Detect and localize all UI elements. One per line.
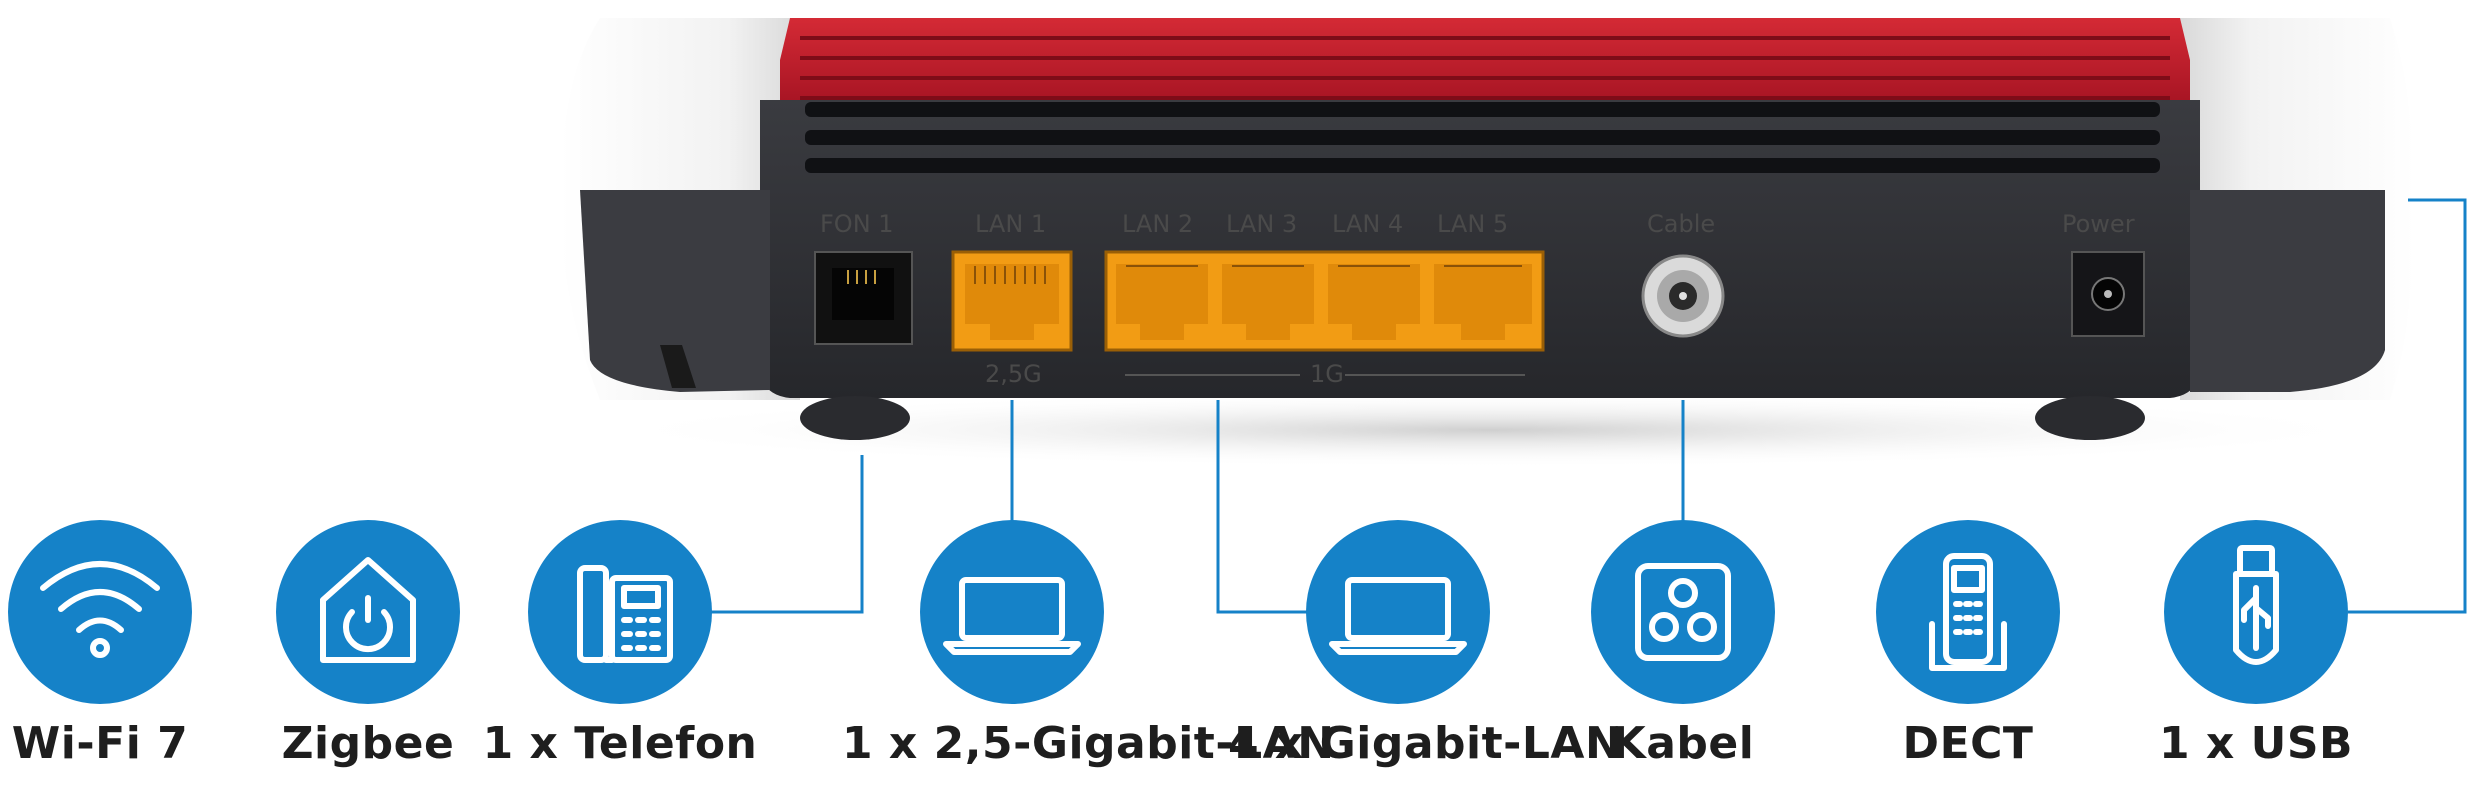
feature-label-2-5-gigabit-lan: 1 x 2,5-Gigabit-LAN — [842, 718, 1335, 769]
port-label-lan3: LAN 3 — [1226, 210, 1297, 238]
port-label-fon: FON 1 — [820, 210, 894, 238]
connector-lines — [710, 198, 2467, 614]
cable-coax-port — [1641, 254, 1725, 338]
lan4-port — [1328, 264, 1420, 340]
coax-cable-icon — [1635, 563, 1731, 661]
speed-label-lan2-5: 1G — [1310, 360, 1344, 388]
feature-label-usb: 1 x USB — [2158, 718, 2354, 769]
smart-home-icon — [320, 557, 416, 663]
vent-slots — [805, 102, 2160, 173]
router-left-wing — [580, 190, 770, 392]
laptop-icon — [943, 577, 1081, 655]
router-left-tab — [660, 345, 696, 388]
feature-label-telefon: 1 x Telefon — [482, 718, 758, 769]
feature-label-gigabit-lan: 4 x Gigabit-LAN — [1228, 718, 1623, 769]
router-shadow — [590, 392, 2390, 468]
feature-label-dect: DECT — [1902, 718, 2034, 769]
fon-port-socket — [832, 268, 894, 320]
red-shell-ridges — [800, 36, 2170, 100]
port-label-lan1: LAN 1 — [975, 210, 1046, 238]
router-right-wing — [2190, 190, 2385, 392]
port-label-lan2: LAN 2 — [1122, 210, 1193, 238]
feature-label-zigbee: Zigbee — [281, 718, 455, 769]
wifi-icon — [40, 561, 160, 658]
feature-circles — [8, 520, 2348, 704]
lan1-port — [951, 250, 1073, 352]
laptop-icon — [1329, 577, 1467, 655]
feature-label-kabel: Kabel — [1611, 718, 1755, 769]
lan2-port — [1116, 264, 1208, 340]
router-feet — [800, 396, 2145, 440]
port-label-cable: Cable — [1647, 210, 1715, 238]
lan3-port — [1222, 264, 1314, 340]
usb-icon — [2233, 545, 2279, 665]
port-label-power: Power — [2062, 210, 2135, 238]
telephone-icon — [577, 565, 673, 663]
port-label-lan5: LAN 5 — [1437, 210, 1508, 238]
router-red-shell — [780, 18, 2190, 120]
dect-phone-icon — [1929, 553, 2007, 671]
power-port — [2071, 251, 2145, 337]
feature-label-wifi: Wi-Fi 7 — [11, 718, 189, 769]
lan5-port — [1434, 264, 1532, 340]
speed-label-lan1: 2,5G — [985, 360, 1042, 388]
port-label-lan4: LAN 4 — [1332, 210, 1403, 238]
fon-port-pins — [847, 270, 876, 284]
